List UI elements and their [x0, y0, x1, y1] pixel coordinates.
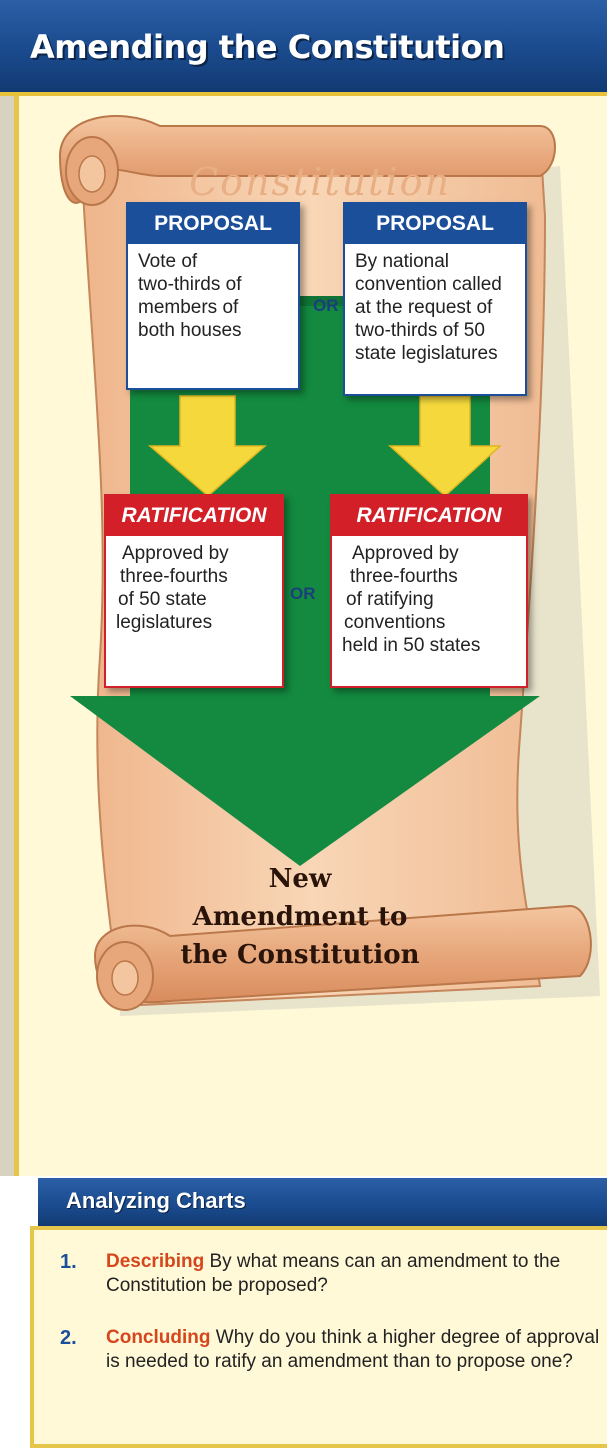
result-line: New [268, 864, 332, 894]
text-line: Approved by [122, 543, 229, 564]
question-number: 2. [60, 1327, 77, 1349]
question-body: Concluding Why do you think a higher deg… [106, 1326, 606, 1374]
ratification-heading: RATIFICATION [106, 496, 282, 536]
ratification-box-legislatures: RATIFICATION Approved by three-fourths o… [104, 494, 284, 688]
question-number: 1. [60, 1251, 77, 1273]
text-line: three-fourths [350, 566, 458, 587]
text-line: conventions [344, 612, 446, 633]
title-bar: Amending the Constitution [0, 0, 607, 96]
questions-panel: 1. Describing By what means can an amend… [30, 1226, 607, 1448]
text-line: both houses [138, 320, 242, 341]
analyzing-charts-bar: Analyzing Charts [38, 1178, 607, 1226]
ratification-text: Approved by three-fourths of 50 state le… [106, 536, 282, 634]
text-line: held in 50 states [342, 635, 481, 656]
ratification-heading: RATIFICATION [332, 496, 526, 536]
page-title: Amending the Constitution [30, 28, 505, 66]
text-line: members of [138, 297, 239, 318]
yellow-arrow-left [147, 395, 267, 497]
text-line: three-fourths [120, 566, 228, 587]
text-line: Vote of [138, 251, 198, 272]
yellow-arrow-right [388, 395, 502, 498]
text-line: at the request of [355, 297, 493, 318]
or-label-ratification: OR [290, 584, 316, 603]
result-line: Amendment to [192, 902, 408, 932]
text-line: two-thirds of [138, 274, 242, 295]
question-text: Why do you think a higher degree of appr… [106, 1327, 600, 1372]
question-item: 1. Describing By what means can an amend… [60, 1250, 600, 1306]
question-body: Describing By what means can an amendmen… [106, 1250, 606, 1298]
question-keyword: Describing [106, 1251, 205, 1272]
text-line: state legislatures [355, 343, 498, 364]
result-new-amendment: New Amendment to the Constitution [120, 860, 480, 974]
scroll-title: Constitution [189, 160, 451, 204]
or-label-proposal: OR [313, 296, 339, 315]
result-line: the Constitution [180, 940, 420, 970]
text-line: two-thirds of 50 [355, 320, 485, 341]
question-text: By what means can an amendment to the Co… [106, 1251, 561, 1296]
ratification-box-conventions: RATIFICATION Approved by three-fourths o… [330, 494, 528, 688]
ratification-text: Approved by three-fourths of ratifying c… [332, 536, 526, 657]
question-keyword: Concluding [106, 1327, 211, 1348]
analyzing-charts-title: Analyzing Charts [66, 1188, 246, 1213]
proposal-heading: PROPOSAL [128, 204, 298, 244]
proposal-box-congress: PROPOSAL Vote of two-thirds of members o… [126, 202, 300, 390]
text-line: By national [355, 251, 450, 272]
proposal-heading: PROPOSAL [345, 204, 525, 244]
amendment-diagram: Constitution PROPOSAL Vote of two-thirds… [0, 96, 607, 1096]
side-shadow [0, 96, 14, 1176]
proposal-text: Vote of two-thirds of members of both ho… [128, 244, 298, 342]
proposal-text: By national convention called at the req… [345, 244, 525, 365]
text-line: of ratifying [346, 589, 434, 610]
text-line: Approved by [352, 543, 459, 564]
text-line: legislatures [116, 612, 213, 633]
text-line: convention called [355, 274, 502, 295]
question-item: 2. Concluding Why do you think a higher … [60, 1326, 600, 1406]
proposal-box-convention: PROPOSAL By national convention called a… [343, 202, 527, 396]
text-line: of 50 state [118, 589, 207, 610]
